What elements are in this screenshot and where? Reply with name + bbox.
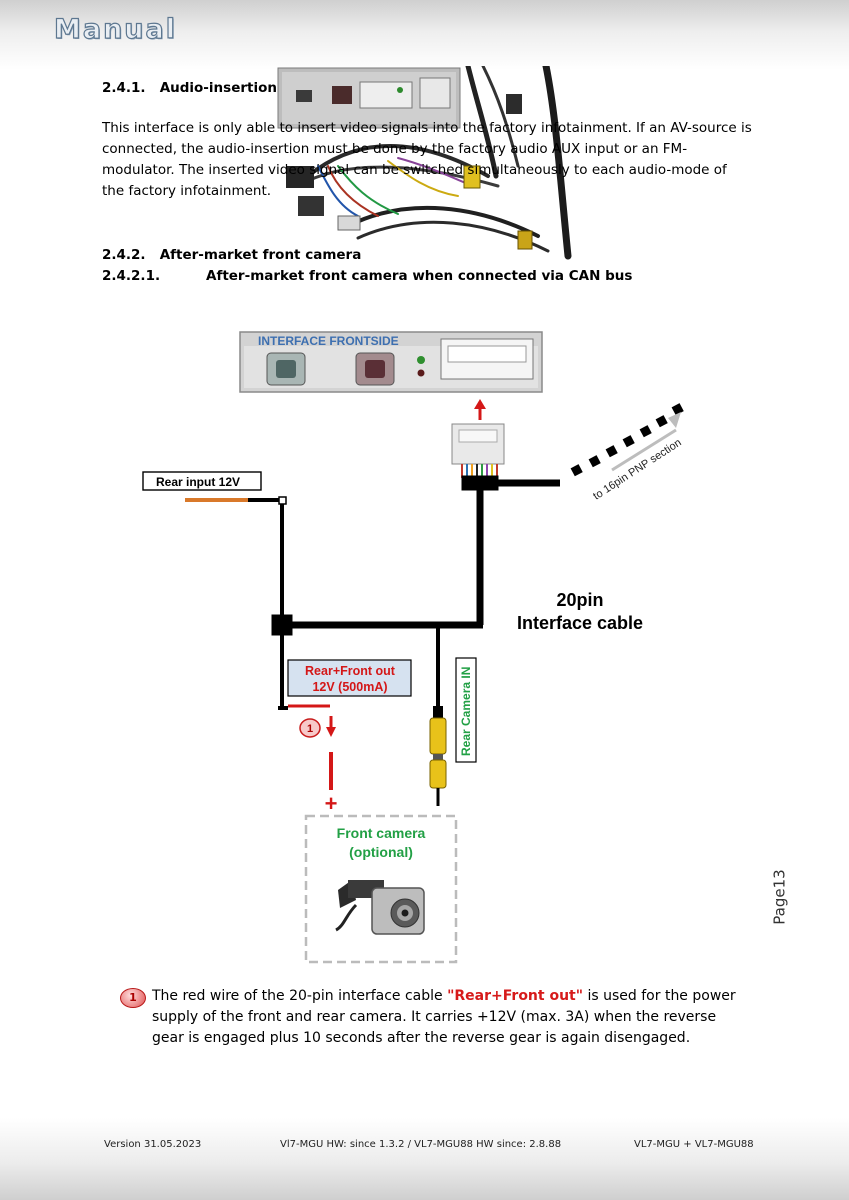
interface-frontside-box: INTERFACE FRONTSIDE — [239, 331, 543, 393]
plus-sign: + — [325, 791, 338, 816]
heading-number: 2.4.2. — [102, 247, 146, 263]
marker-1: 1 — [299, 718, 321, 738]
heading-2-4-1: 2.4.1. Audio-insertion — [102, 80, 277, 96]
footer-version: Version 31.05.2023 — [104, 1139, 202, 1150]
manual-logo: Manual — [53, 13, 178, 45]
20pin-connector — [451, 423, 505, 478]
note-paragraph: The red wire of the 20-pin interface cab… — [152, 986, 752, 1049]
page-number: Page13 — [771, 869, 812, 924]
audio-insertion-paragraph: This interface is only able to insert vi… — [102, 120, 752, 199]
interface-kit-photo — [277, 66, 572, 260]
marker-number: 1 — [307, 723, 313, 735]
pnp-section-label: to 16pin PNP section — [591, 437, 684, 503]
front-camera-label-line2: (optional) — [349, 844, 413, 860]
footer-hw-version: Vl7-MGU HW: since 1.3.2 / VL7-MGU88 HW s… — [280, 1139, 562, 1150]
power-out-label-line2: 12V (500mA) — [312, 680, 387, 694]
heading-number: 2.4.1. — [102, 80, 146, 96]
heading-number: 2.4.2.1. — [102, 268, 161, 284]
footer-model: VL7-MGU + VL7-MGU88 — [634, 1139, 754, 1150]
heading-title: Audio-insertion — [159, 80, 277, 96]
note-highlight: "Rear+Front out" — [447, 988, 584, 1004]
note-text-after: is used for the power supply of the fron… — [152, 988, 736, 1046]
note-marker-1: 1 — [120, 988, 146, 1008]
note-text-before: The red wire of the 20-pin interface cab… — [152, 988, 448, 1004]
rear-input-label: Rear input 12V — [156, 475, 240, 489]
power-out-label-line1: Rear+Front out — [305, 664, 396, 678]
footer-band — [0, 1118, 849, 1200]
interface-frontside-label: INTERFACE FRONTSIDE — [258, 334, 399, 348]
wiring-diagram: INTERFACE FRONTSIDE — [142, 331, 684, 964]
heading-2-4-2: 2.4.2. After-market front camera — [102, 247, 361, 263]
front-camera-image — [335, 880, 425, 935]
cable-label-line1: 20pin — [556, 590, 603, 610]
heading-2-4-2-1-title: After-market front camera when connected… — [206, 268, 633, 284]
header-band — [0, 0, 849, 70]
page-number-text: Page13 — [770, 869, 789, 925]
front-camera-label-line1: Front camera — [337, 825, 426, 841]
cable-label-line2: Interface cable — [517, 613, 643, 633]
rear-camera-in-label: Rear Camera IN — [459, 667, 473, 756]
heading-2-4-2-1: 2.4.2.1. — [102, 268, 160, 284]
heading-title: After-market front camera — [159, 247, 362, 263]
